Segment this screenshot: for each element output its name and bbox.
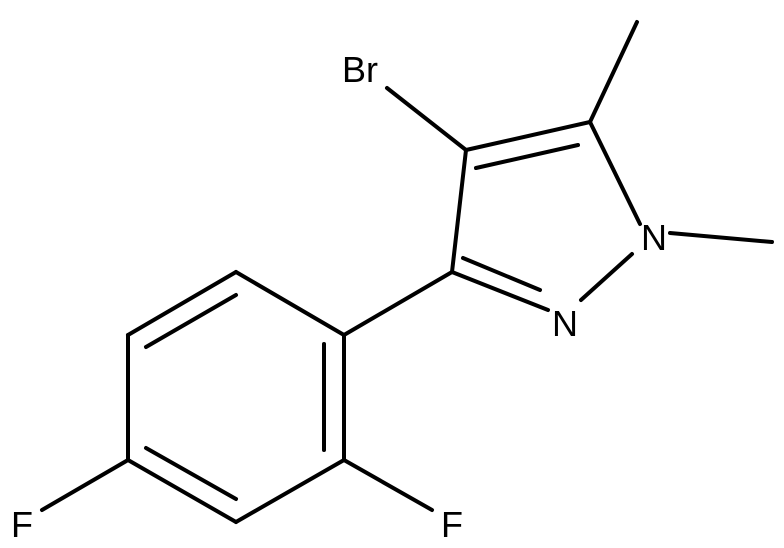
bond-ph-c3-c4 (126, 458, 238, 524)
bond-n2-c3 (450, 270, 550, 312)
bond-ph-c5-c6 (126, 270, 238, 337)
atom-label-br: Br (342, 49, 378, 90)
bond-ph-c2-c3 (234, 458, 346, 524)
atom-label-f-ortho: F (441, 504, 463, 545)
bond-c3-c4 (450, 148, 468, 274)
atom-label-f-para: F (11, 504, 33, 545)
bond-n1-methyl (668, 231, 774, 244)
bond-ph-c6-c1 (234, 270, 346, 337)
bond-c4-c5 (464, 120, 592, 152)
bond-n1-n2 (579, 252, 634, 302)
bond-ph-c3-c4-inner (144, 446, 238, 501)
atom-label-n1: N (641, 217, 667, 258)
bond-c5-methyl (588, 20, 639, 124)
atom-label-n2: N (552, 303, 578, 344)
bond-ph-c5-c6-inner (144, 293, 238, 349)
bond-c3-phenyl (342, 270, 454, 337)
bond-c4-c5-inner (474, 143, 580, 170)
bond-ph-c2-f (342, 458, 434, 512)
bond-c4-br (385, 86, 468, 152)
bond-c5-n1 (588, 120, 642, 226)
bond-ph-c4-f (40, 458, 130, 512)
bond-n2-c3-inner (461, 256, 542, 292)
